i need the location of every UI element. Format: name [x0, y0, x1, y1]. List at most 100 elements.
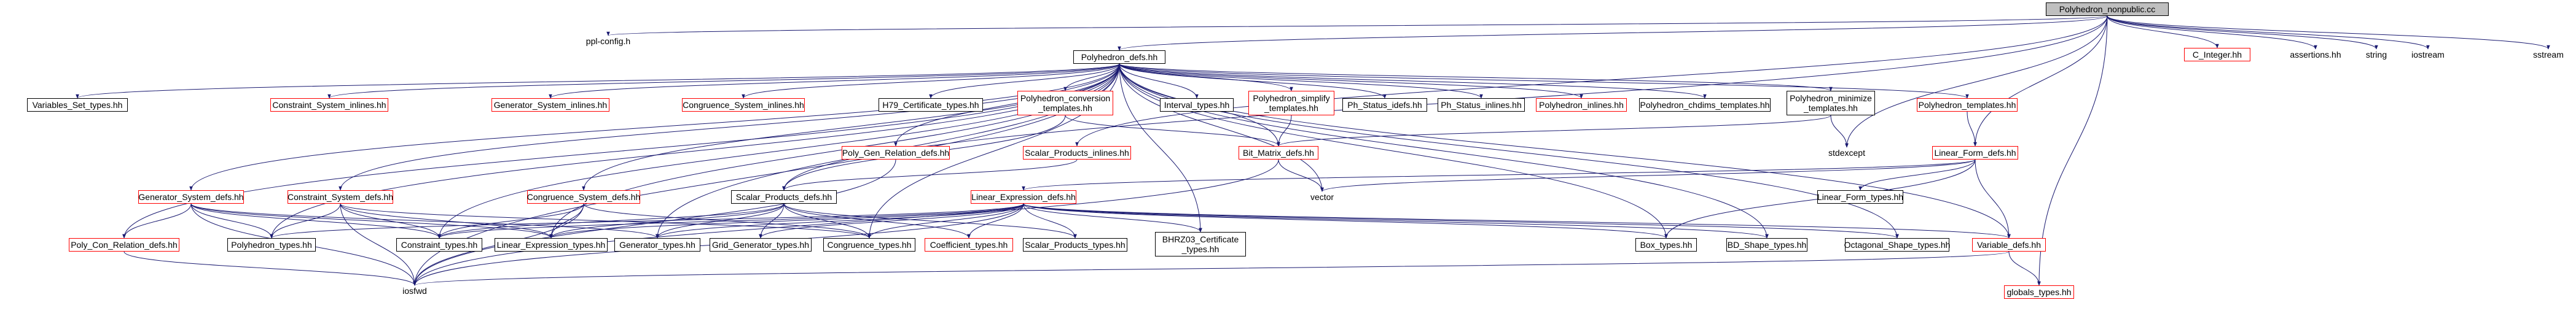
node-polyhedron-templates[interactable]: Polyhedron_templates.hh	[1917, 98, 2018, 112]
edge-polyhedron-defs-to-bhrz03-certificate-types	[1119, 63, 1202, 233]
edge-linear-expression-defs-to-bhrz03-certificate-types	[1023, 203, 1202, 233]
node-label: vector	[1310, 192, 1334, 202]
edge-scalar-products-defs-to-linear-expression-types	[549, 203, 785, 239]
node-sstream[interactable]: sstream	[2525, 49, 2572, 60]
edge-constraint-system-defs-to-polyhedron-types	[270, 203, 341, 239]
node-congruence-system-inlines[interactable]: Congruence_System_inlines.hh	[682, 98, 805, 112]
node-label: Congruence_System_inlines.hh	[683, 100, 804, 110]
node-label: Constraint_System_inlines.hh	[272, 100, 386, 110]
node-label-line2: _templates.hh	[1264, 103, 1318, 113]
node-string[interactable]: string	[2358, 49, 2395, 60]
node-label: Polyhedron_inlines.hh	[1539, 100, 1624, 110]
node-globals-types[interactable]: globals_types.hh	[2004, 285, 2074, 299]
edge-scalar-products-defs-to-scalar-products-types	[783, 203, 1077, 239]
node-poly-con-relation-defs[interactable]: Poly_Con_Relation_defs.hh	[69, 238, 179, 252]
node-label: Octagonal_Shape_types.hh	[1844, 240, 1951, 250]
node-label: Linear_Expression_types.hh	[496, 240, 606, 250]
node-label-line1: BHRZ03_Certificate	[1162, 234, 1239, 244]
node-constraint-system-defs[interactable]: Constraint_System_defs.hh	[288, 190, 393, 204]
node-congruence-system-defs[interactable]: Congruence_System_defs.hh	[527, 190, 640, 204]
node-linear-expression-defs[interactable]: Linear_Expression_defs.hh	[971, 190, 1076, 204]
edge-linear-form-defs-to-variable-defs	[1975, 159, 2011, 239]
edge-polyhedron-defs-to-box-types	[1119, 63, 1668, 239]
edge-linear-form-defs-to-vector	[1320, 159, 1976, 192]
node-octagonal-shape-types[interactable]: Octagonal_Shape_types.hh	[1844, 238, 1951, 252]
edge-polyhedron-defs-to-constraint-system-defs	[339, 63, 1120, 191]
node-polyhedron-types[interactable]: Polyhedron_types.hh	[227, 238, 316, 252]
node-generator-system-inlines[interactable]: Generator_System_inlines.hh	[491, 98, 609, 112]
edge-root-file-to-scalar-products-inlines	[1075, 15, 2108, 147]
node-polyhedron-simplify-templates[interactable]: Polyhedron_simplify_templates.hh	[1248, 91, 1334, 115]
node-scalar-products-types[interactable]: Scalar_Products_types.hh	[1023, 238, 1127, 252]
node-ph-status-inlines[interactable]: Ph_Status_inlines.hh	[1438, 98, 1525, 112]
node-iosfwd[interactable]: iosfwd	[393, 285, 436, 296]
node-root-file[interactable]: Polyhedron_nonpublic.cc	[2046, 2, 2169, 16]
dependency-edges	[76, 15, 2550, 286]
edge-linear-expression-defs-to-scalar-products-types	[1023, 203, 1077, 239]
node-generator-system-defs[interactable]: Generator_System_defs.hh	[138, 190, 244, 204]
node-vector[interactable]: vector	[1302, 191, 1342, 202]
node-polyhedron-defs[interactable]: Polyhedron_defs.hh	[1073, 50, 1165, 64]
edge-scalar-products-defs-to-constraint-types	[437, 203, 785, 239]
node-scalar-products-defs[interactable]: Scalar_Products_defs.hh	[731, 190, 837, 204]
node-grid-generator-types[interactable]: Grid_Generator_types.hh	[710, 238, 812, 252]
node-label: Coefficient_types.hh	[930, 240, 1008, 250]
node-interval-types[interactable]: Interval_types.hh	[1160, 98, 1234, 112]
node-iostream[interactable]: iostream	[2405, 49, 2451, 60]
edge-scalar-products-defs-to-grid-generator-types	[759, 203, 785, 239]
node-constraint-types[interactable]: Constraint_types.hh	[396, 238, 482, 252]
edge-scalar-products-defs-to-coefficient-types	[783, 203, 971, 239]
node-h79-certificate-types[interactable]: H79_Certificate_types.hh	[879, 98, 983, 112]
edge-polyhedron-defs-to-polyhedron-chdims-templates	[1119, 63, 1707, 99]
node-poly-gen-relation-defs-top[interactable]: Poly_Gen_Relation_defs.hh	[842, 146, 950, 160]
edge-generator-system-defs-to-generator-types	[190, 203, 659, 239]
node-label: Polyhedron_chdims_templates.hh	[1640, 100, 1770, 110]
edge-scalar-products-inlines-to-scalar-products-defs	[782, 159, 1078, 191]
node-polyhedron-chdims-templates[interactable]: Polyhedron_chdims_templates.hh	[1639, 98, 1771, 112]
node-constraint-system-inlines[interactable]: Constraint_System_inlines.hh	[270, 98, 388, 112]
node-linear-form-defs[interactable]: Linear_Form_defs.hh	[1932, 146, 2018, 160]
node-stdexcept[interactable]: stdexcept	[1822, 147, 1871, 158]
edge-polyhedron-defs-to-variable-defs	[1119, 63, 2011, 239]
node-ppl-config[interactable]: ppl-config.h	[579, 36, 638, 47]
node-linear-form-types[interactable]: Linear_Form_types.hh	[1817, 190, 1903, 204]
node-c-integer[interactable]: C_Integer.hh	[2184, 48, 2250, 61]
node-label: string	[2365, 50, 2387, 60]
edge-generator-system-defs-to-constraint-types	[190, 203, 441, 239]
node-bd-shape-types[interactable]: BD_Shape_types.hh	[1726, 238, 1807, 252]
node-scalar-products-inlines[interactable]: Scalar_Products_inlines.hh	[1023, 146, 1131, 160]
node-congruence-types[interactable]: Congruence_types.hh	[823, 238, 915, 252]
node-variables-set-types[interactable]: Variables_Set_types.hh	[27, 98, 128, 112]
node-label: globals_types.hh	[2006, 287, 2072, 297]
node-ph-status-idefs[interactable]: Ph_Status_idefs.hh	[1342, 98, 1427, 112]
node-assertions[interactable]: assertions.hh	[2282, 49, 2349, 60]
node-variable-defs[interactable]: Variable_defs.hh	[1972, 238, 2046, 252]
node-label: Bit_Matrix_defs.hh	[1243, 148, 1314, 158]
node-polyhedron-inlines[interactable]: Polyhedron_inlines.hh	[1536, 98, 1627, 112]
node-label: Ph_Status_inlines.hh	[1441, 100, 1522, 110]
node-polyhedron-conversion-templates[interactable]: Polyhedron_conversion_templates.hh	[1017, 91, 1113, 115]
edge-polyhedron-defs-to-congruence-system-defs	[582, 63, 1120, 191]
node-label: Congruence_types.hh	[827, 240, 912, 250]
node-bhrz03-certificate-types[interactable]: BHRZ03_Certificate_types.hh	[1155, 232, 1246, 256]
edge-linear-expression-defs-to-congruence-types	[867, 203, 1024, 239]
edge-bit-matrix-defs-to-iosfwd	[413, 159, 1279, 286]
edge-root-file-to-string	[2107, 15, 2378, 50]
node-label: Scalar_Products_inlines.hh	[1025, 148, 1129, 158]
node-label-line1: Polyhedron_minimize	[1790, 93, 1872, 103]
node-label: assertions.hh	[2290, 50, 2341, 60]
node-label: ppl-config.h	[585, 36, 631, 46]
node-generator-types[interactable]: Generator_types.hh	[614, 238, 700, 252]
node-polyhedron-minimize-templates[interactable]: Polyhedron_minimize_templates.hh	[1787, 91, 1875, 115]
edge-linear-expression-defs-to-bd-shape-types	[1023, 203, 1769, 239]
edge-linear-expression-defs-to-grid-generator-types	[759, 203, 1024, 239]
node-bit-matrix-defs[interactable]: Bit_Matrix_defs.hh	[1239, 146, 1318, 160]
edge-polyhedron-defs-to-generator-system-inlines	[549, 63, 1120, 99]
node-linear-expression-types[interactable]: Linear_Expression_types.hh	[495, 238, 608, 252]
edge-linear-expression-defs-to-polyhedron-types	[270, 203, 1024, 239]
node-coefficient-types[interactable]: Coefficient_types.hh	[925, 238, 1013, 252]
node-label: Variables_Set_types.hh	[32, 100, 123, 110]
node-label: iosfwd	[402, 286, 427, 296]
node-box-types[interactable]: Box_types.hh	[1635, 238, 1697, 252]
